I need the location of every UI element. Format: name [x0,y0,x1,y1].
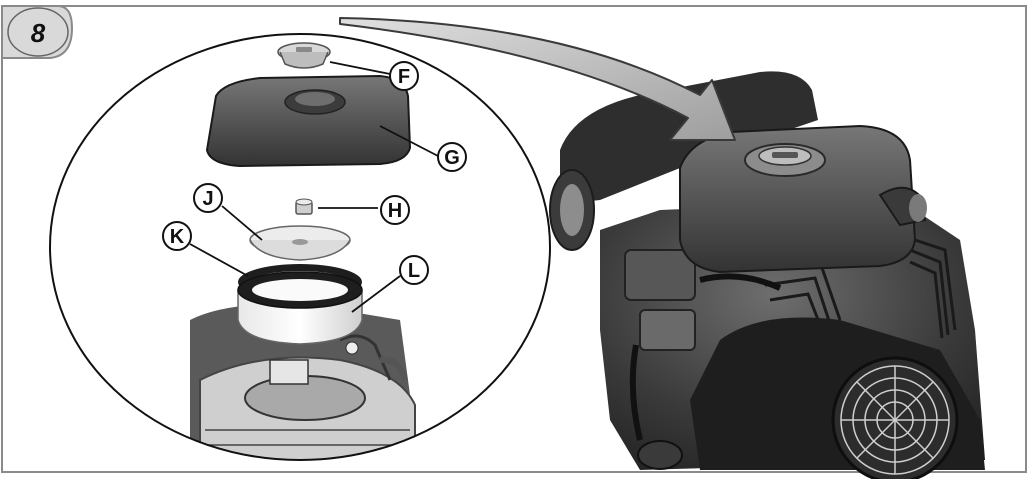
callout-f: F [389,61,419,91]
svg-text:K: K [170,226,185,248]
callout-k: K [162,221,192,251]
callout-j: J [193,183,223,213]
zoom-arrow [339,17,736,141]
callout-h: H [380,195,410,225]
part-j-cover-plate [249,225,351,261]
callout-l: L [399,255,429,285]
svg-text:G: G [444,147,460,169]
callout-g: G [437,142,467,172]
part-g-cover [205,74,412,168]
part-f-knob [277,42,331,69]
step-number: 8 [31,18,46,48]
step-badge: 8 [1,5,74,59]
svg-text:L: L [408,260,420,282]
svg-text:H: H [388,200,402,222]
part-h-nut [295,198,313,215]
svg-text:F: F [398,66,410,88]
svg-text:J: J [202,188,213,210]
leader-lines [189,61,439,313]
part-l-filter [237,271,363,345]
